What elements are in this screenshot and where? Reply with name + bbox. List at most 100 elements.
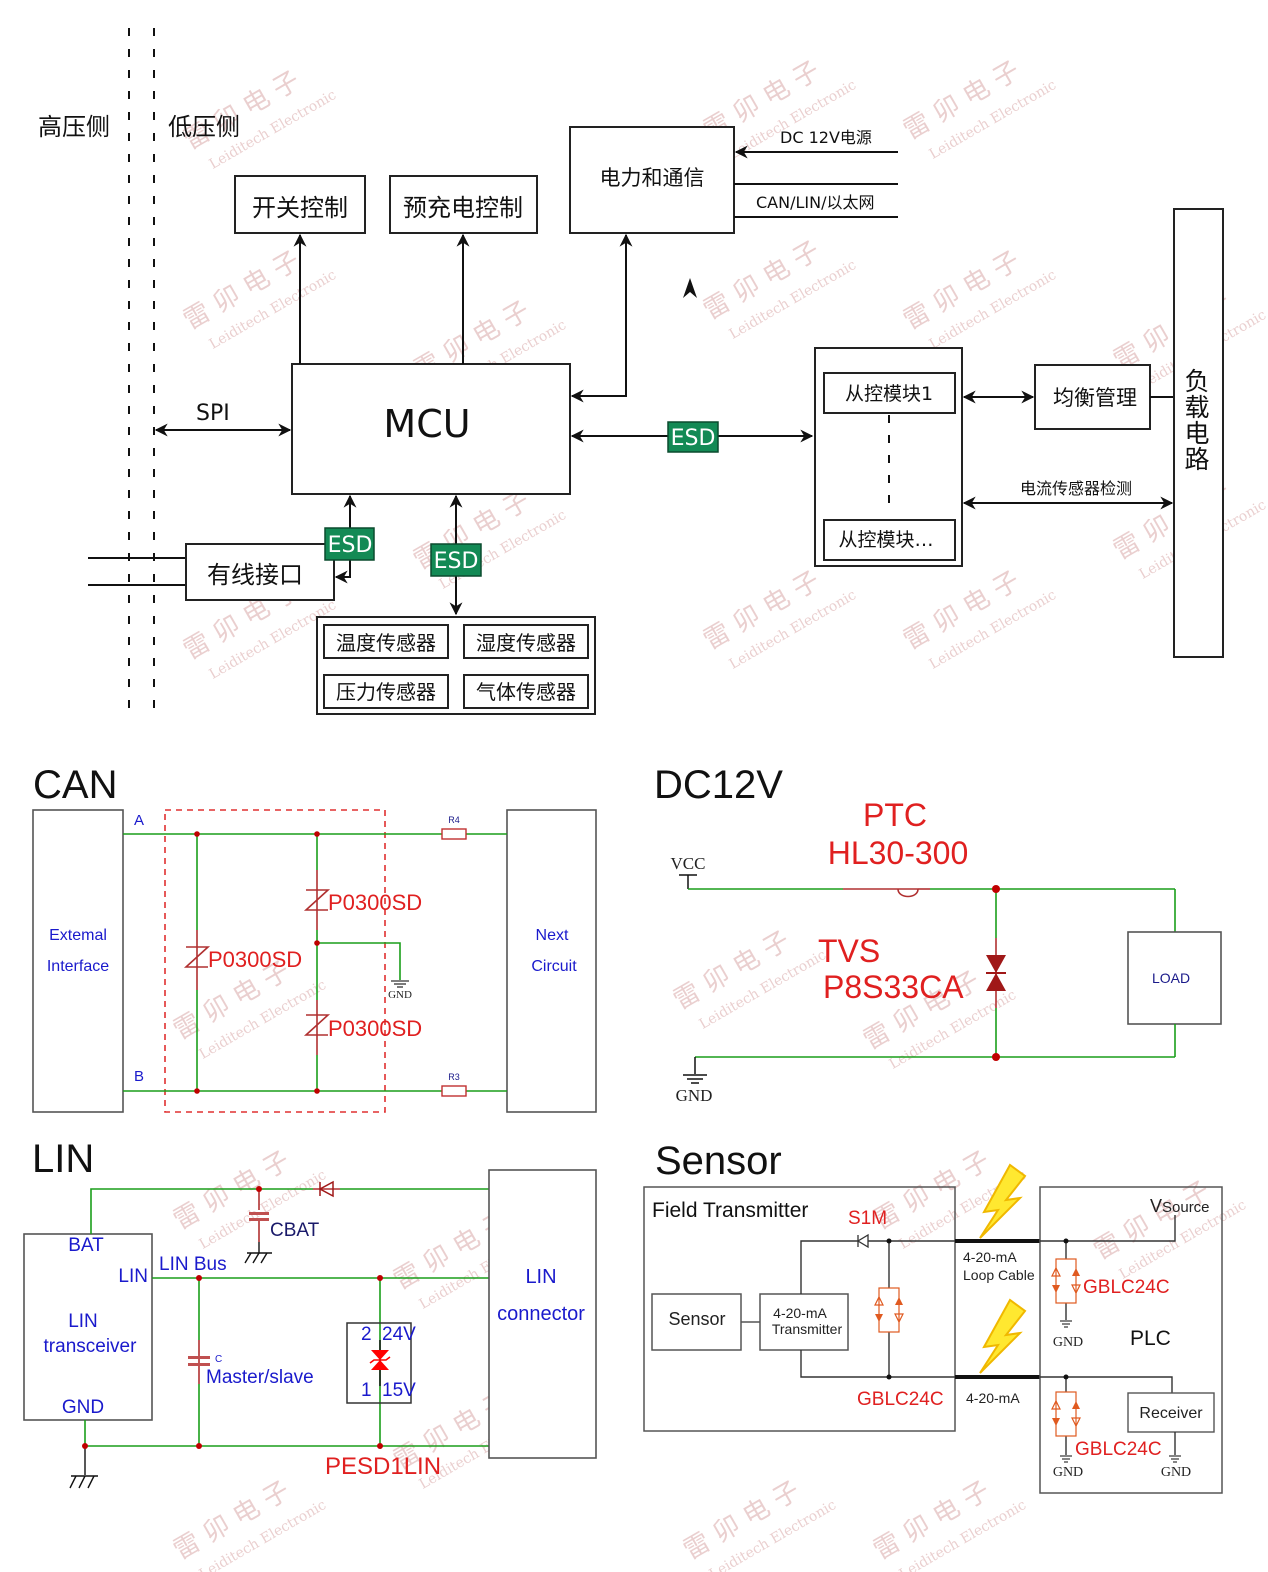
lightning-icon [979, 1163, 1027, 1239]
tss-thyristor-icon [183, 946, 211, 968]
tvs-diode-icon [986, 955, 1006, 991]
sensor-block [323, 674, 449, 709]
ptc-part-label: HL30-300 [828, 835, 969, 871]
receiver-label: Receiver [1139, 1405, 1203, 1422]
ground-icon [683, 1074, 707, 1084]
switch-control-label: 开关控制 [252, 194, 348, 222]
sensor-title: Sensor [655, 1139, 782, 1183]
zone-label-low: 低压侧 [168, 113, 240, 141]
tss-thyristor-icon [303, 889, 331, 911]
diode-s1m-icon [856, 1233, 869, 1249]
lightning-icon [979, 1298, 1027, 1374]
lin-circuit: LIN BAT LIN LIN transceiver GND CBAT LIN… [23, 1137, 597, 1489]
field-transmitter-box [643, 1186, 956, 1432]
slave-module-n-label: 从控模块… [838, 529, 933, 551]
resistor-r4 [441, 828, 467, 840]
plc-box [1039, 1186, 1223, 1494]
sensor-block [651, 1293, 742, 1351]
next-circuit-label: Next [536, 927, 569, 944]
dc12v-source-label: DC 12V电源 [780, 128, 872, 147]
gnd-label: GND [388, 989, 412, 1001]
gblc-label: GBLC24C [857, 1389, 944, 1410]
vsource-label: Source [1162, 1199, 1210, 1216]
pesd-pin1-label: 1 [361, 1380, 372, 1401]
cap-label: Master/slave [206, 1367, 314, 1388]
external-interface-label: Extemal [49, 927, 107, 944]
sensor-circuit: Sensor Field Transmitter Sensor 4-20-mA … [643, 1139, 1223, 1494]
external-interface-label: Interface [47, 958, 109, 975]
tss-part-label: P0300SD [328, 890, 422, 915]
transmitter-block [759, 1293, 849, 1351]
gnd-label: GND [1161, 1465, 1191, 1480]
tvs-array-icon [1051, 1391, 1081, 1437]
transmitter-label: Transmitter [772, 1321, 843, 1337]
sensor-label: 温度传感器 [336, 631, 436, 655]
chassis-ground-icon [69, 1475, 98, 1489]
ground-icon [1169, 1455, 1181, 1463]
tvs-part-label: P8S33CA [823, 969, 964, 1005]
spi-label: SPI [196, 401, 230, 426]
slave-module-1-block [823, 372, 956, 414]
sensor-block [463, 674, 589, 709]
dc12v-circuit: DC12V PTC HL30-300 VCC TVS P8S33CA LOAD [654, 763, 1222, 1105]
load-circuit-label: 负载电路 [1184, 367, 1209, 474]
load-circuit-block [1173, 208, 1224, 658]
power-comm-label: 电力和通信 [600, 166, 705, 190]
capacitor-icon [249, 1212, 269, 1215]
gnd-label: GND [1053, 1335, 1083, 1350]
next-circuit-box [506, 809, 597, 1113]
esd-badge [324, 527, 375, 561]
dc12v-title: DC12V [654, 763, 783, 807]
gnd-label: GND [676, 1086, 713, 1105]
line-b-label: B [134, 1068, 144, 1085]
sensor-label: 湿度传感器 [476, 631, 576, 655]
transceiver-label: LIN [68, 1311, 98, 1332]
tvs-label: TVS [818, 933, 880, 969]
esd-label: ESD [328, 533, 373, 558]
connector-label: connector [497, 1303, 585, 1325]
can-title: CAN [33, 763, 117, 807]
precharge-control-label: 预充电控制 [403, 194, 523, 222]
pin-bat-label: BAT [68, 1235, 104, 1256]
s1m-label: S1M [848, 1208, 887, 1229]
external-interface-box [32, 809, 124, 1113]
current-sensor-label: 电流传感器检测 [1020, 479, 1132, 498]
tvs-array-icon [1051, 1258, 1081, 1304]
diode-icon [318, 1180, 334, 1198]
sensor-block [323, 624, 449, 659]
capacitor-icon [188, 1356, 210, 1359]
switch-control-block [234, 175, 366, 234]
vsource-v-label: V [1150, 1196, 1162, 1216]
transceiver-label: transceiver [44, 1336, 138, 1357]
tss-part-label: P0300SD [328, 1016, 422, 1041]
esd-badge [430, 543, 482, 577]
ptc-fuse-icon [897, 888, 919, 898]
protection-zone [164, 809, 386, 1113]
plc-label: PLC [1130, 1327, 1171, 1350]
gnd-label: GND [1053, 1465, 1083, 1480]
lin-title: LIN [32, 1137, 94, 1181]
mcu-block [291, 363, 571, 495]
precharge-control-block [389, 175, 538, 234]
esd-label: ESD [671, 426, 716, 451]
ground-icon [1060, 1320, 1072, 1328]
receiver-box [1127, 1392, 1215, 1433]
can-circuit: CAN Extemal Interface Next Circuit A B R… [32, 763, 597, 1113]
mcu-power-comm-arrow [570, 233, 633, 403]
ground-icon [1060, 1455, 1072, 1463]
connector-label: LIN [525, 1266, 556, 1288]
next-circuit-label: Circuit [531, 958, 577, 975]
gblc-label: GBLC24C [1083, 1277, 1170, 1298]
chassis-ground-icon [244, 1252, 272, 1264]
power-comm-block [569, 126, 735, 234]
lin-connector-box [488, 1169, 597, 1459]
tvs-diode-icon [369, 1350, 391, 1370]
pesd-pin2-label: 2 [361, 1324, 372, 1345]
wired-interface-label: 有线接口 [207, 561, 303, 589]
load-box [1127, 931, 1222, 1025]
ground-icon [391, 980, 409, 988]
zone-label-high: 高压侧 [38, 113, 110, 141]
ptc-label: PTC [863, 797, 927, 833]
tvs-array-icon [874, 1287, 904, 1333]
